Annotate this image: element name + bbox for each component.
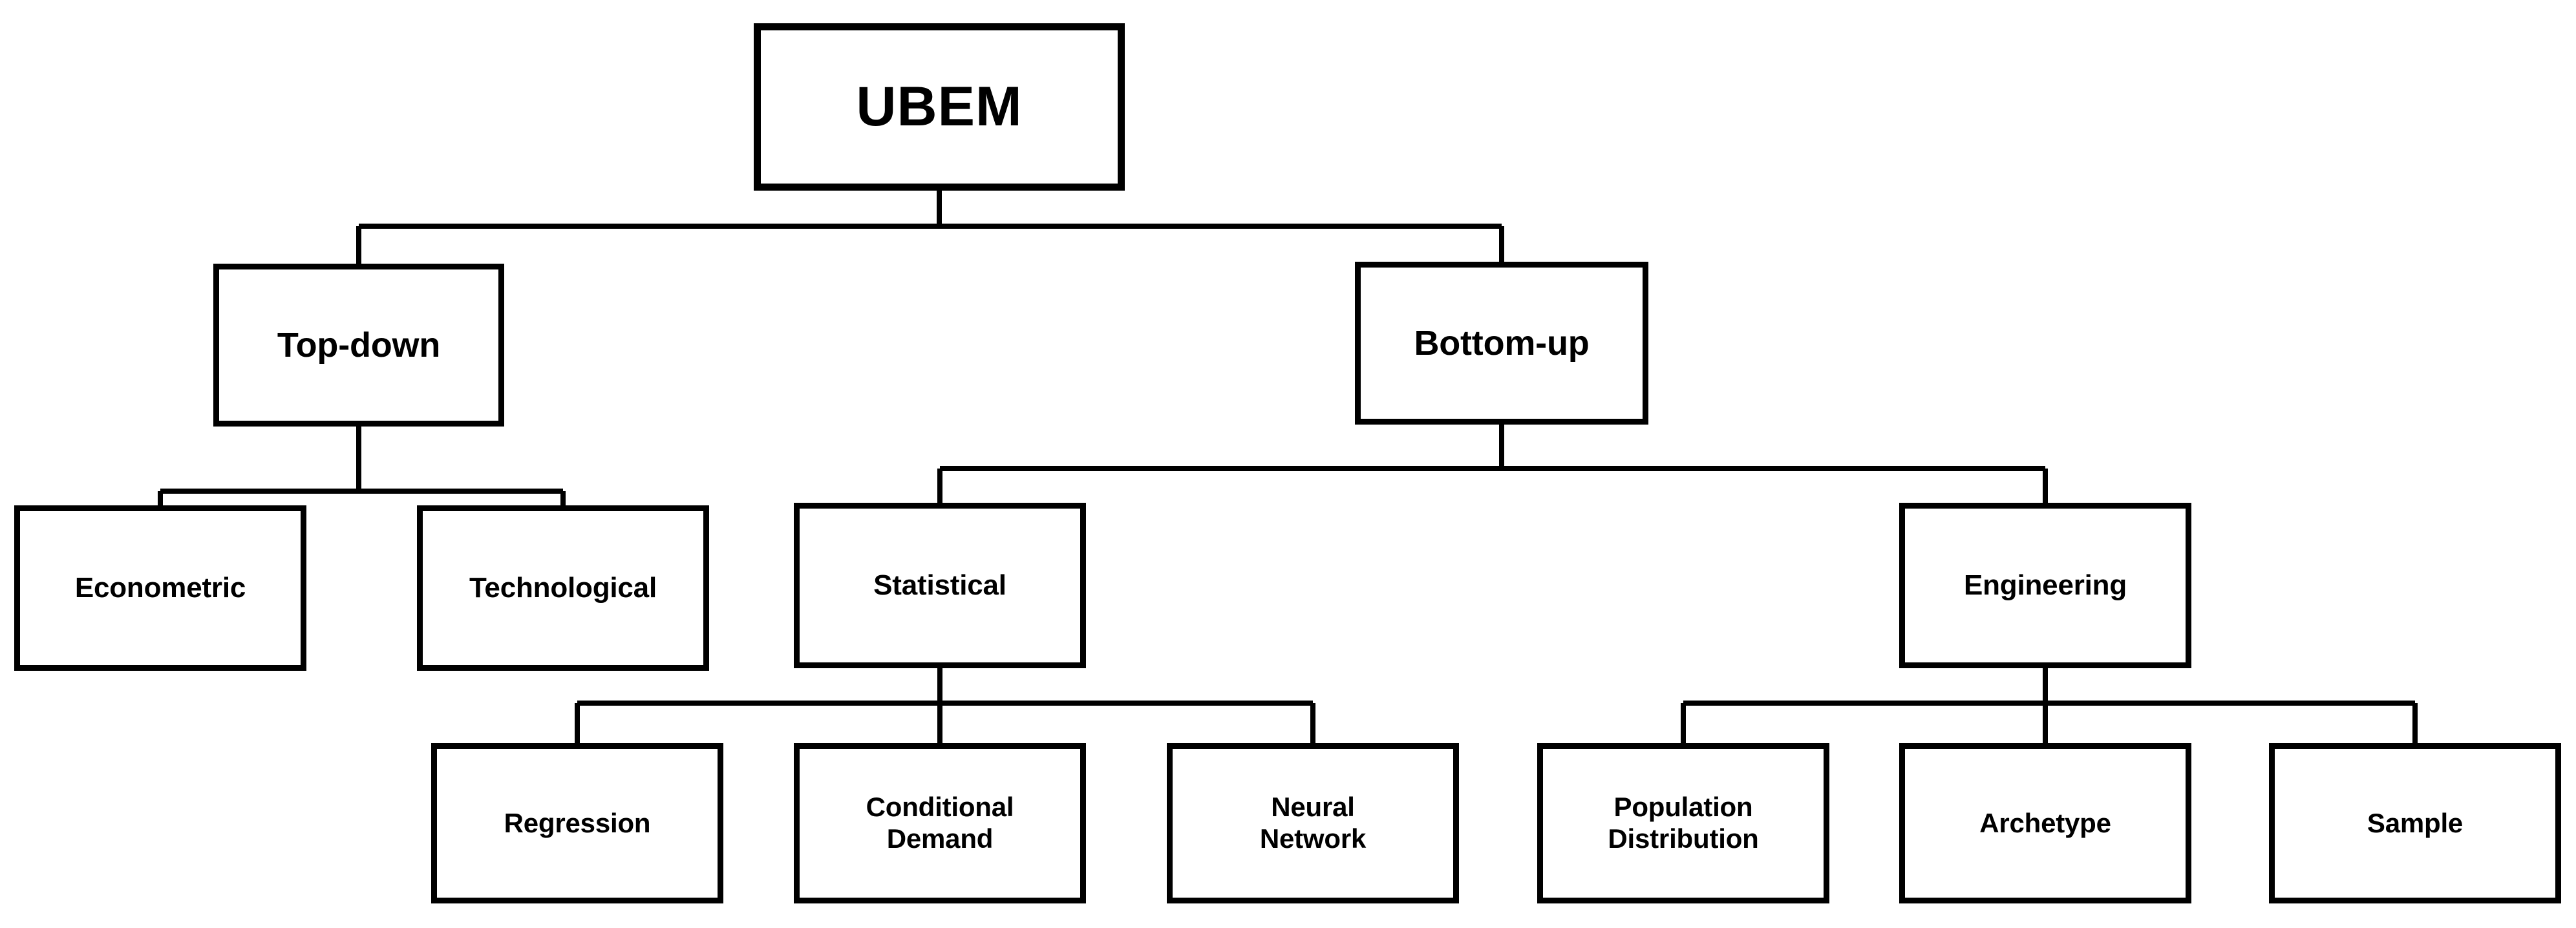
- node-top-down[interactable]: Top-down: [213, 264, 504, 427]
- node-population-distribution[interactable]: Population Distribution: [1537, 743, 1829, 903]
- node-label-ubem: UBEM: [856, 75, 1023, 138]
- node-bottom-up[interactable]: Bottom-up: [1355, 262, 1648, 425]
- node-label-engineering: Engineering: [1963, 569, 2127, 602]
- node-label-top-down: Top-down: [277, 325, 441, 364]
- node-engineering[interactable]: Engineering: [1899, 503, 2191, 668]
- node-label-technological: Technological: [469, 572, 657, 604]
- node-ubem[interactable]: UBEM: [754, 23, 1125, 191]
- node-sample[interactable]: Sample: [2269, 743, 2561, 903]
- node-label-population-distribution: Population Distribution: [1608, 792, 1759, 854]
- node-regression[interactable]: Regression: [431, 743, 723, 903]
- node-label-bottom-up: Bottom-up: [1414, 323, 1590, 363]
- node-label-regression: Regression: [504, 807, 651, 838]
- node-conditional-demand[interactable]: Conditional Demand: [794, 743, 1086, 903]
- node-technological[interactable]: Technological: [417, 505, 709, 671]
- node-label-neural-network: Neural Network: [1259, 792, 1367, 854]
- node-label-econometric: Econometric: [74, 572, 246, 604]
- node-statistical[interactable]: Statistical: [794, 503, 1086, 668]
- node-label-conditional-demand: Conditional Demand: [866, 792, 1014, 854]
- node-label-sample: Sample: [2367, 807, 2464, 838]
- node-neural-network[interactable]: Neural Network: [1167, 743, 1459, 903]
- node-label-statistical: Statistical: [873, 569, 1006, 602]
- node-label-archetype: Archetype: [1979, 807, 2111, 838]
- node-archetype[interactable]: Archetype: [1899, 743, 2191, 903]
- node-econometric[interactable]: Econometric: [14, 505, 306, 671]
